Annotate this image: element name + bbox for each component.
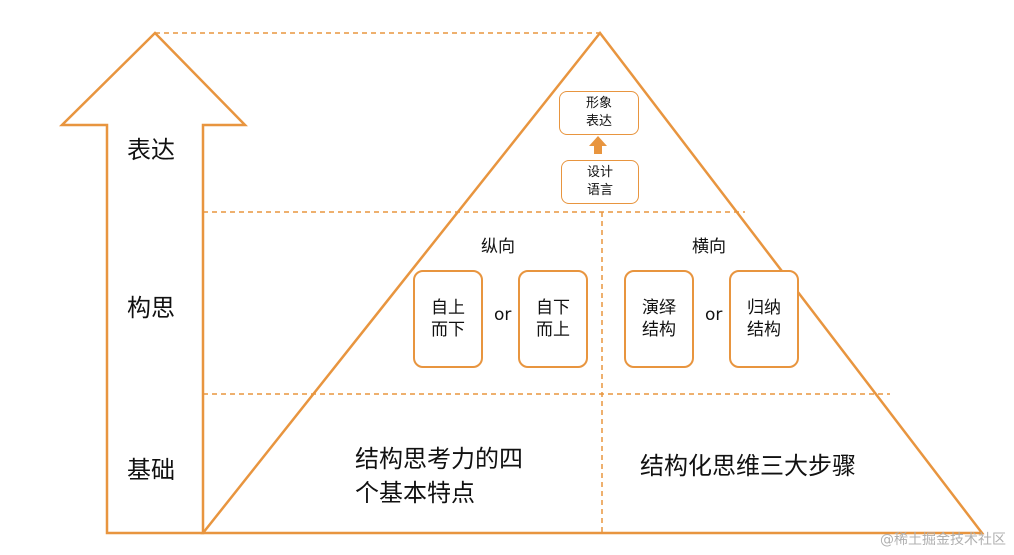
header-horizontal: 横向 [692, 237, 726, 257]
box-bottom-up-line1: 自下 [536, 298, 570, 318]
watermark: @稀土掘金技术社区 [880, 532, 1006, 548]
connector-or-left: or [494, 305, 512, 325]
header-vertical: 纵向 [481, 237, 515, 257]
level-label-top: 表达 [127, 136, 175, 164]
bottom-left-text-line1: 结构思考力的四 [355, 445, 523, 473]
box-design-language: 设计 语言 [561, 160, 639, 204]
bottom-left-text-line2: 个基本特点 [355, 479, 475, 507]
box-image-expression-line1: 形象 [585, 96, 612, 111]
box-deductive-structure-line1: 演绎 [642, 298, 676, 318]
box-top-down-line1: 自上 [431, 298, 465, 318]
box-inductive-structure-line1: 归纳 [747, 298, 781, 318]
level-label-middle: 构思 [127, 294, 175, 322]
box-design-language-line1: 设计 [586, 165, 613, 180]
box-bottom-up: 自下 而上 [518, 270, 588, 368]
box-design-language-line2: 语言 [586, 183, 613, 198]
level-label-bottom: 基础 [127, 456, 175, 484]
box-inductive-structure: 归纳 结构 [729, 270, 799, 368]
upward-arrow [58, 31, 248, 535]
box-deductive-structure-line2: 结构 [642, 320, 676, 340]
box-top-down-line2: 而下 [431, 320, 465, 340]
box-top-down: 自上 而下 [413, 270, 483, 368]
box-inductive-structure-line2: 结构 [747, 320, 781, 340]
box-image-expression-line2: 表达 [585, 114, 612, 129]
small-up-arrow [589, 136, 607, 154]
bottom-right-text: 结构化思维三大步骤 [640, 452, 856, 480]
connector-or-right: or [705, 305, 723, 325]
bottom-left-text: 结构思考力的四 个基本特点 [355, 442, 523, 510]
box-bottom-up-line2: 而上 [536, 320, 570, 340]
box-image-expression: 形象 表达 [559, 91, 639, 135]
box-deductive-structure: 演绎 结构 [624, 270, 694, 368]
